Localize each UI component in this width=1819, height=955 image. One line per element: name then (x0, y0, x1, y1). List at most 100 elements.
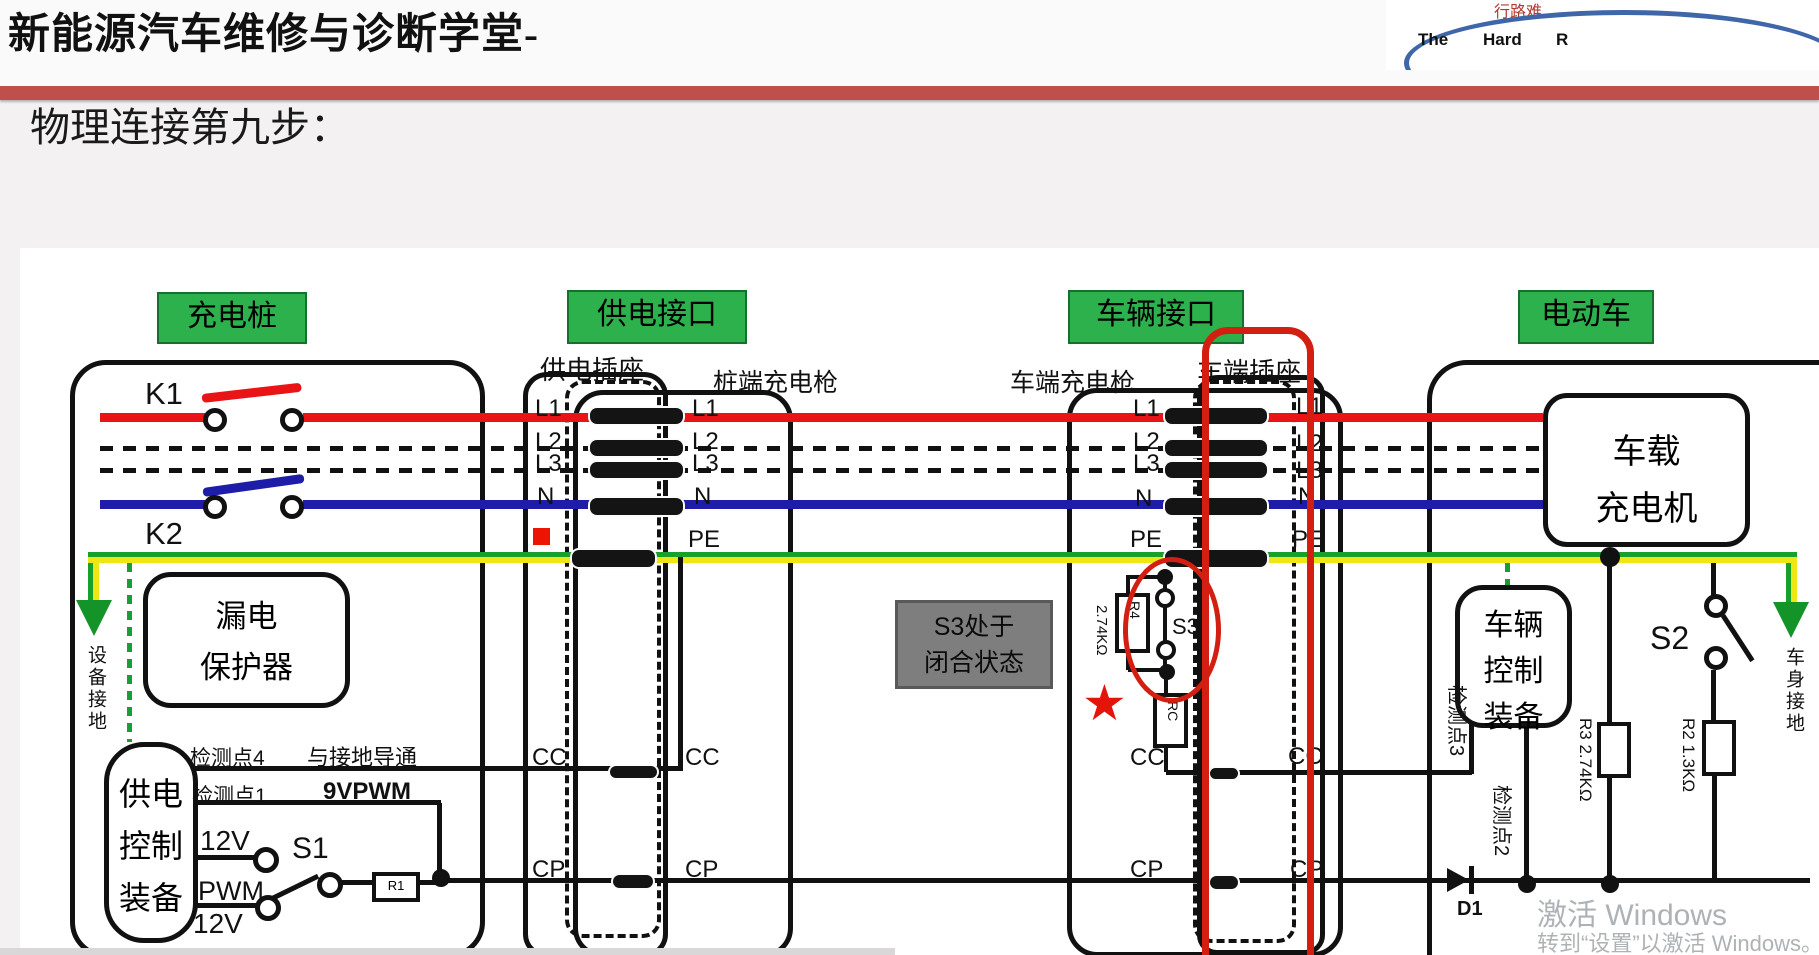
pin-l3-supply (590, 462, 683, 478)
s1-contact-pwm (255, 895, 281, 921)
section-label-pile: 充电桩 (157, 292, 307, 344)
k2-contact (280, 495, 304, 519)
d1-label: D1 (1457, 898, 1483, 920)
supply-controller-label: 装备 (118, 880, 183, 916)
cp-junction-dot (432, 869, 450, 887)
r3-wire (1607, 563, 1612, 722)
d1-diode-bar (1469, 866, 1474, 894)
pin-l2-vehicle (1165, 440, 1267, 456)
pin-l1-supply (590, 408, 683, 424)
r3-value-label: R3 2.74KΩ (1576, 718, 1595, 802)
check-point-4-label: 检测点4 (190, 747, 265, 770)
wire-12v-bottom (188, 903, 258, 908)
port-label: L3 (1133, 450, 1160, 477)
port-label: L2 (535, 428, 562, 455)
s2-wire (1711, 670, 1716, 722)
r2-value-label: R2 1.3KΩ (1679, 718, 1698, 793)
pin-cc-vehicle (1210, 768, 1238, 779)
check3-wire (1469, 718, 1474, 774)
r3-resistor (1597, 722, 1631, 778)
port-label: L2 (1133, 428, 1160, 455)
s2-contact (1704, 594, 1728, 618)
supply-controller-label: 控制 (118, 828, 183, 864)
port-label: N (1135, 485, 1153, 512)
port-label: N (537, 483, 555, 510)
step-subtitle: 物理连接第九步： (30, 105, 350, 150)
s2-wire (1711, 563, 1716, 597)
logo-word: Hard (1483, 30, 1522, 49)
port-label: CP (685, 856, 719, 883)
k2-label: K2 (145, 516, 183, 551)
port-label: N (694, 483, 712, 510)
onboard-charger-box: 车载 充电机 (1543, 393, 1750, 547)
pin-cp-supply (613, 875, 653, 888)
pin-cc-supply (610, 766, 657, 778)
supply-controller-label: 供电 (118, 776, 183, 812)
s3-status-line: S3处于 (933, 613, 1015, 641)
s3-status-box: S3处于 闭合状态 (895, 600, 1053, 689)
cp-junction-dot (1601, 875, 1619, 893)
check-point-1-label: 检测点1 (192, 785, 267, 808)
supply-controller-box: 供电 控制 装备 (104, 742, 198, 943)
k1-contact (280, 408, 304, 432)
wire-cc-supply (188, 766, 683, 771)
onboard-charger-label: 充电机 (1595, 490, 1698, 528)
s2-label: S2 (1650, 620, 1690, 656)
wire-l2-dashed (100, 446, 1543, 451)
wire-n (303, 500, 1543, 509)
pin-cp-vehicle (1210, 876, 1238, 889)
pin-n-vehicle (1165, 498, 1267, 515)
label-vehicle-socket: 车端插座 (1197, 357, 1302, 387)
r2-resistor (1702, 720, 1736, 776)
pin-l1-vehicle (1165, 408, 1267, 424)
port-label: CP (532, 856, 566, 883)
wire-n (100, 500, 205, 509)
pe-junction-dot (1600, 547, 1620, 567)
port-label: CP (1130, 856, 1164, 883)
body-ground-arrow-icon (1773, 602, 1809, 638)
v12-top-label: 12V (200, 825, 250, 856)
r3-wire (1607, 770, 1612, 880)
wire-l1 (100, 413, 205, 422)
check2-wire (1524, 718, 1529, 880)
port-label: PE (688, 526, 721, 553)
port-label: L1 (535, 395, 562, 422)
pin-n-supply (590, 498, 683, 515)
vehicle-controller-label: 控制 (1483, 655, 1544, 688)
pin-l3-vehicle (1165, 462, 1267, 478)
windows-watermark: 转到“设置”以激活 Windows。 (1537, 931, 1819, 955)
port-label: L1 (1133, 395, 1160, 422)
leakage-protector-label: 保护器 (200, 650, 293, 685)
k2-contact (203, 495, 227, 519)
pile-ground-dashed-link (127, 563, 132, 742)
wire-9vpwm (188, 800, 441, 805)
s3-status-line: 闭合状态 (923, 649, 1024, 677)
port-label: CC (685, 744, 720, 771)
s1-label: S1 (292, 832, 329, 865)
pin-pe-supply (572, 550, 655, 567)
wire-l1 (303, 413, 1543, 422)
cloud-icon (1404, 10, 1819, 70)
header-bar: 新能源汽车维修与诊断学堂- 行路难 The Hard R (0, 0, 1819, 86)
port-label: CC (1288, 743, 1323, 770)
wire-l3-dashed (100, 468, 1543, 473)
port-label: CP (1290, 856, 1324, 883)
label-supply-socket: 供电插座 (540, 355, 645, 385)
port-label: CC (1130, 744, 1165, 771)
check-point-3-label: 检测点3 (1445, 685, 1467, 757)
highlight-star-icon: ★ (1082, 675, 1127, 731)
divider-bar (0, 86, 1819, 100)
r4-value-label: 2.74KΩ (1093, 605, 1110, 656)
r2-wire (1712, 768, 1717, 880)
highlight-ellipse (1123, 557, 1221, 703)
pin-l2-supply (590, 440, 683, 456)
vehicle-controller-label: 装备 (1483, 701, 1544, 734)
ground-continuity-label: 与接地导通 (307, 745, 418, 770)
onboard-charger-label: 车载 (1612, 433, 1681, 471)
page-title: 新能源汽车维修与诊断学堂- (8, 12, 539, 58)
wire-9vpwm-drop (437, 803, 442, 883)
equip-ground-drop (88, 563, 99, 601)
rc-label: RC (1165, 701, 1181, 722)
r4-branch-wire (1126, 575, 1130, 595)
